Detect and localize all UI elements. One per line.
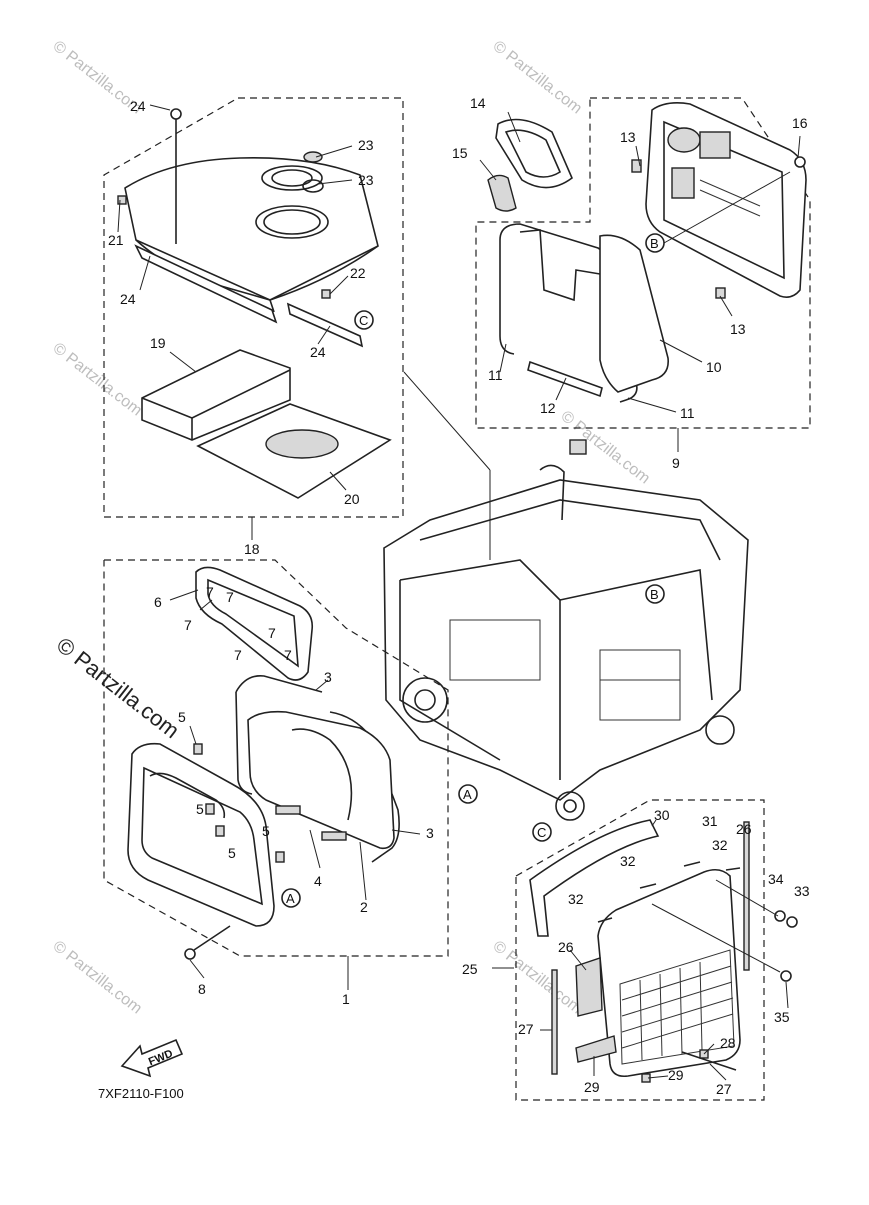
callout-7: 7 (234, 647, 242, 663)
watermark: © Partzilla.com (50, 340, 145, 420)
callout-25: 25 (462, 961, 478, 977)
grille (619, 949, 735, 1065)
group-17-top-cover: 24 23 23 21 22 24 24 19 20 18 C (103, 97, 404, 557)
callout-14: 14 (470, 95, 486, 111)
callout-32: 32 (620, 853, 636, 869)
callout-10: 10 (706, 359, 722, 375)
callout-4: 4 (314, 873, 322, 889)
callout-5: 5 (178, 709, 186, 725)
callout-1: 1 (342, 991, 350, 1007)
callout-15: 15 (452, 145, 468, 161)
callout-30: 29 (584, 1079, 600, 1095)
callout-11: 11 (680, 405, 695, 421)
ref-marker-b: B (650, 236, 659, 251)
callout-33: 33 (794, 883, 810, 899)
callout-18: 19 (150, 335, 166, 351)
callout-7: 7 (284, 647, 292, 663)
callout-32: 32 (712, 837, 728, 853)
callout-6: 6 (154, 594, 162, 610)
callout-13: 13 (730, 321, 746, 337)
group-1-side-cover: A 6 7 7 7 7 7 7 3 3 5 5 5 5 4 2 8 1 (103, 559, 449, 1007)
callout-2: 2 (360, 899, 368, 915)
watermark: © Partzilla.com (50, 938, 145, 1018)
diagram-code: 7XF2110-F100 (98, 1086, 184, 1101)
callout-5: 5 (228, 845, 236, 861)
callout-8: 8 (198, 981, 206, 997)
fwd-arrow-icon: FWD (120, 1038, 184, 1078)
watermark: © Partzilla.com (52, 632, 184, 743)
group-25-rear-cover: C 30 31 26 32 32 34 33 32 26 25 35 27 28… (462, 799, 810, 1101)
callout-31: 30 (654, 807, 670, 823)
callout-12: 12 (540, 400, 556, 416)
callout-21: 23 (358, 172, 374, 188)
callout-11: 11 (488, 367, 503, 383)
callout-24: 24 (130, 98, 146, 114)
callout-19: 20 (344, 491, 360, 507)
callout-23: 24 (310, 344, 326, 360)
callout-7: 7 (268, 625, 276, 641)
generator-frame: B A (383, 371, 749, 821)
group-9-front-panel: B 14 15 13 16 13 10 11 12 11 9 (452, 95, 811, 471)
callout-23: 24 (120, 291, 136, 307)
callout-20: 22 (350, 265, 366, 281)
callout-7: 7 (206, 584, 214, 600)
callout-5: 5 (262, 823, 270, 839)
callout-29: 29 (668, 1067, 684, 1083)
callout-32: 32 (568, 891, 584, 907)
callout-7: 7 (226, 589, 234, 605)
callout-9: 9 (672, 455, 680, 471)
callout-3: 3 (426, 825, 434, 841)
callout-35: 35 (774, 1009, 790, 1025)
callout-29: 28 (720, 1035, 736, 1051)
callout-16: 16 (792, 115, 808, 131)
callout-13: 13 (620, 129, 636, 145)
ref-marker-c: C (537, 825, 546, 840)
callout-22: 23 (358, 137, 374, 153)
callout-34: 34 (768, 871, 784, 887)
callout-27: 26 (736, 821, 752, 837)
ref-marker-a: A (463, 787, 472, 802)
callout-17: 18 (244, 541, 260, 557)
callout-7: 7 (184, 617, 192, 633)
callout-28: 27 (716, 1081, 732, 1097)
callout-27: 27 (518, 1021, 534, 1037)
callout-26: 26 (558, 939, 574, 955)
callout-20: 21 (108, 232, 124, 248)
callout-32: 31 (702, 813, 718, 829)
watermark: © Partzilla.com (490, 38, 585, 118)
callout-3: 3 (324, 669, 332, 685)
ref-marker-a: A (286, 891, 295, 906)
callout-5: 5 (196, 801, 204, 817)
ref-marker-b: B (650, 587, 659, 602)
ref-marker-c: C (359, 313, 368, 328)
